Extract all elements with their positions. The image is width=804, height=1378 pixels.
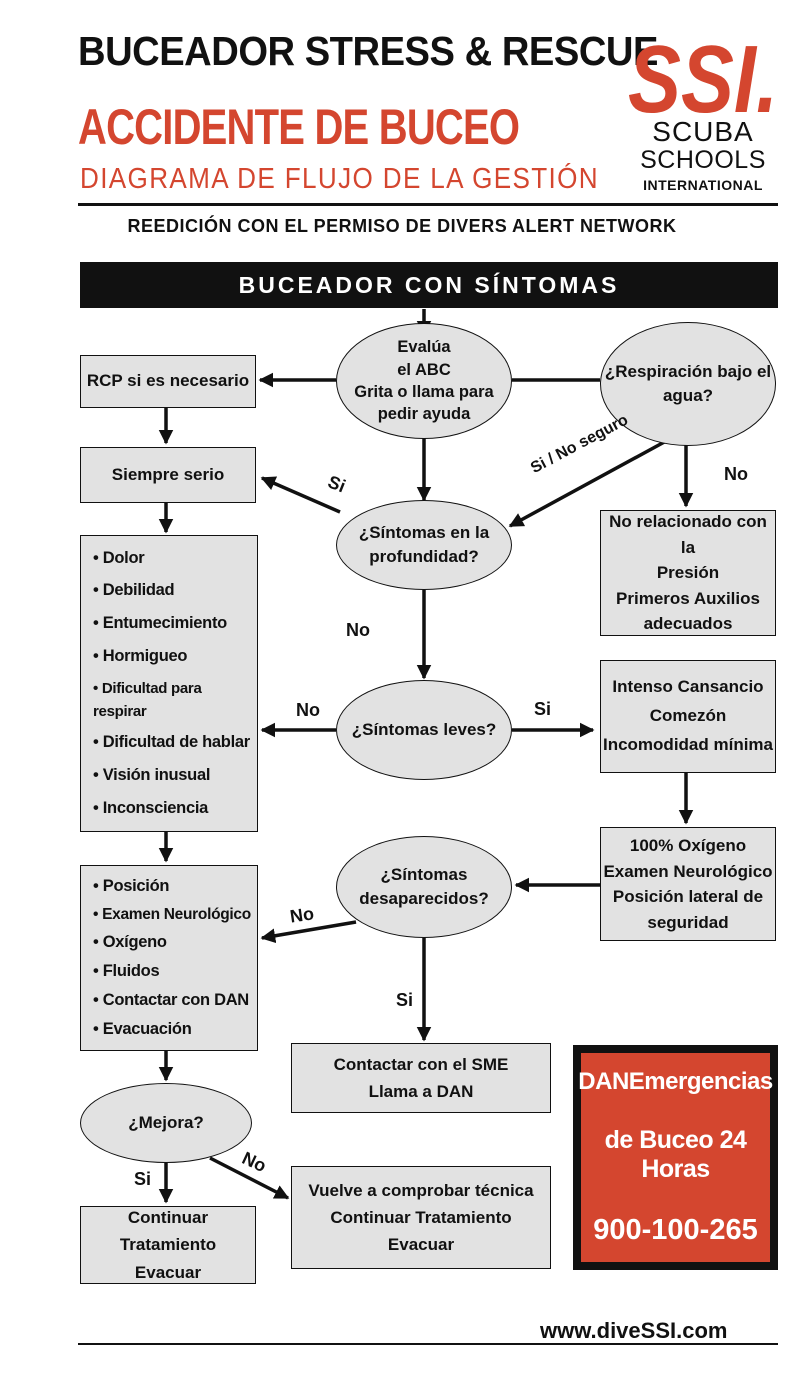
label-si-improve: Si — [134, 1169, 152, 1189]
node-symptoms-gone: ¿Síntomas desaparecidos? — [336, 836, 512, 938]
label-si-gone: Si — [396, 990, 414, 1010]
footer-rule — [78, 1343, 778, 1345]
node-underwater-breathing: ¿Respiración bajo el agua? — [600, 322, 776, 446]
node-improve: ¿Mejora? — [80, 1083, 252, 1163]
node-oxygen-neuro: 100% Oxígeno Examen Neurológico Posición… — [600, 827, 776, 941]
logo-word-schools: SCHOOLS — [640, 146, 766, 174]
node-evaluate-abc: Evalúa el ABC Grita o llama para pedir a… — [336, 323, 512, 439]
node-recheck-technique: Vuelve a comprobar técnica Continuar Tra… — [291, 1166, 551, 1269]
list-item: • Evacuación — [93, 1019, 192, 1038]
arrow-gone-to-actions — [260, 920, 357, 944]
node-symptoms-at-depth: ¿Síntomas en la profundidad? — [336, 500, 512, 590]
list-item: • Dificultad para respirar — [93, 679, 202, 720]
logo-word-scuba: SCUBA — [652, 116, 754, 147]
label-si-mild: Si — [534, 699, 552, 719]
list-item: • Posición — [93, 876, 170, 895]
node-always-serious: Siempre serio — [80, 447, 256, 503]
reedition-note: REEDICIÓN CON EL PERMISO DE DIVERS ALERT… — [127, 216, 677, 236]
title: BUCEADOR STRESS & RESCUE — [78, 28, 658, 74]
dan-emergency-hours: de Buceo 24 Horas — [604, 1126, 747, 1183]
list-item: • Inconsciencia — [93, 798, 208, 817]
list-item: • Fluidos — [93, 961, 160, 980]
list-item: • Hormigueo — [93, 646, 188, 665]
arrow-improve-to-recheck — [209, 1156, 290, 1200]
list-item: • Contactar con DAN — [93, 990, 249, 1009]
node-mild-symptoms: ¿Síntomas leves? — [336, 680, 512, 780]
dan-emergency-box: DANEmergencias de Buceo 24 Horas 900-100… — [573, 1045, 778, 1270]
label-no-gone: No — [288, 903, 316, 927]
ssi-logo-icon: SSI. — [628, 30, 778, 133]
list-item: • Oxígeno — [93, 932, 167, 951]
subtitle-flowchart: DIAGRAMA DE FLUJO DE LA GESTIÓN — [80, 163, 600, 195]
list-item: • Dificultad de hablar — [93, 733, 250, 752]
node-mild-symptom-list: Intenso Cansancio Comezón Incomodidad mí… — [600, 660, 776, 773]
label-no-mild: No — [296, 700, 320, 720]
footer-url: www.diveSSI.com — [540, 1318, 728, 1343]
logo-word-international: INTERNATIONAL — [643, 177, 763, 193]
list-item: • Debilidad — [93, 581, 175, 600]
node-continue-treatment: Continuar Tratamiento Evacuar — [80, 1206, 256, 1284]
node-action-list: • Posición • Examen Neurológico • Oxígen… — [80, 865, 258, 1051]
header-rule — [78, 203, 778, 206]
node-not-pressure-related: No relacionado con la Presión Primeros A… — [600, 510, 776, 636]
label-no-underwater: No — [724, 464, 748, 484]
arrow-depth-to-serious — [260, 476, 341, 514]
list-item: • Visión inusual — [93, 766, 211, 785]
list-item: • Entumecimiento — [93, 614, 227, 633]
dan-emergency-title: DANEmergencias — [578, 1068, 773, 1095]
subtitle: ACCIDENTE DE BUCEO — [78, 99, 520, 155]
dan-phone: 900-100-265 — [593, 1214, 758, 1246]
ssi-logo-mark: SSI. — [628, 30, 778, 133]
node-cpr: RCP si es necesario — [80, 355, 256, 408]
banner-diver-symptoms: BUCEADOR CON SÍNTOMAS — [80, 262, 778, 308]
node-contact-sme: Contactar con el SME Llama a DAN — [291, 1043, 551, 1113]
node-symptom-list: • Dolor • Debilidad • Entumecimiento • H… — [80, 535, 258, 832]
label-no-depth: No — [346, 620, 370, 640]
list-item: • Dolor — [93, 548, 145, 567]
list-item: • Examen Neurológico — [93, 905, 251, 923]
arrow-underwater-to-depth — [508, 438, 669, 528]
